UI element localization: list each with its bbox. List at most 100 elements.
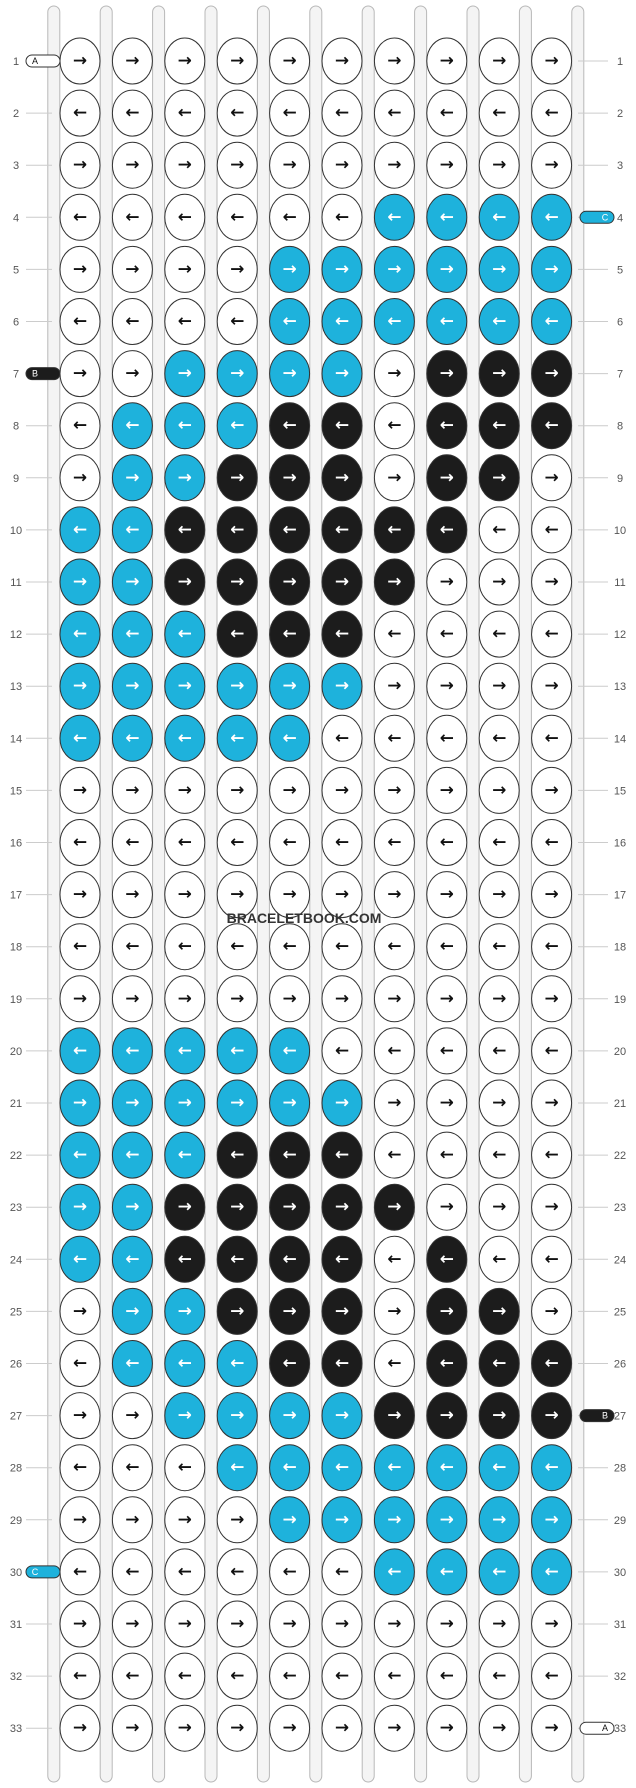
knot: ← [373,193,415,241]
arrow-left-icon: ← [387,624,401,644]
knot: → [321,558,363,606]
knot: ← [531,923,573,971]
knot: → [531,1392,573,1440]
arrow-right-icon: → [387,885,401,905]
knot-oval [111,819,153,866]
knot-oval [531,193,573,241]
arrow-right-icon: → [492,780,506,800]
row-number: 15 [10,785,22,797]
arrow-right-icon: → [440,1093,454,1113]
knot-oval [164,1131,206,1179]
knot: → [373,245,415,293]
arrow-left-icon: ← [492,1145,506,1165]
arrow-right-icon: → [335,364,349,384]
knot-oval [321,1548,363,1596]
knot: → [269,1600,311,1648]
arrow-right-icon: → [335,259,349,279]
arrow-left-icon: ← [125,1249,139,1269]
arrow-right-icon: → [544,885,558,905]
knot-oval [111,1392,153,1440]
knot-oval [426,350,468,398]
knot: → [373,1392,415,1440]
knot: ← [59,923,101,971]
knot: ← [216,923,258,971]
knot-oval [111,1287,153,1335]
arrow-left-icon: ← [492,1354,506,1374]
knot: ← [321,1652,363,1700]
knot: → [373,1704,415,1752]
arrow-left-icon: ← [230,520,244,540]
arrow-right-icon: → [387,259,401,279]
knot-oval [111,714,153,762]
arrow-left-icon: ← [73,728,87,748]
knot-oval [478,1652,520,1700]
arrow-right-icon: → [178,364,192,384]
knot-oval [269,141,311,189]
arrow-left-icon: ← [282,1354,296,1374]
arrow-right-icon: → [125,1301,139,1321]
knot-oval [321,454,363,502]
arrow-left-icon: ← [492,1249,506,1269]
knot: → [478,662,520,710]
knot-oval [269,193,311,241]
knot-oval [111,766,153,814]
knot-oval [111,1444,153,1492]
knot: → [531,1496,573,1544]
knot-oval [531,506,573,554]
knot: → [478,1079,520,1127]
arrow-right-icon: → [387,1510,401,1530]
arrow-right-icon: → [335,1197,349,1217]
arrow-left-icon: ← [178,833,192,853]
arrow-left-icon: ← [282,1041,296,1061]
arrow-right-icon: → [125,1197,139,1217]
row-number: 15 [614,785,626,797]
knot: ← [59,1548,101,1596]
knot: → [478,1496,520,1544]
knot-oval [111,298,153,345]
knot-oval [531,1548,573,1596]
row-number: 6 [13,317,19,329]
strand-tag [579,210,615,224]
arrow-left-icon: ← [335,1354,349,1374]
knot-oval [531,402,573,450]
knot-oval [59,923,101,971]
knot: ← [216,1131,258,1179]
knot: ← [373,1027,415,1075]
arrow-left-icon: ← [282,1458,296,1478]
arrow-left-icon: ← [335,312,349,332]
row-labels-right: 1234567891011121314151617181920212223242… [578,56,626,1735]
knot-oval [531,1235,573,1283]
knot-oval [164,610,206,658]
knot: → [216,37,258,85]
knot: ← [373,610,415,658]
arrow-right-icon: → [73,1406,87,1426]
knot: ← [531,1548,573,1596]
knot: → [269,871,311,919]
knot: → [321,975,363,1023]
knot-oval [478,714,520,762]
knot: ← [269,923,311,971]
knot: → [531,1183,573,1231]
arrow-left-icon: ← [282,1562,296,1582]
row-number: 13 [614,681,626,693]
knot-oval [269,1235,311,1283]
knot-oval [111,89,153,137]
arrow-right-icon: → [282,1301,296,1321]
arrow-left-icon: ← [230,937,244,957]
strand-tag-label: A [602,1723,608,1733]
row-number: 19 [614,994,626,1006]
knot: → [59,558,101,606]
vertical-string [571,5,585,1783]
arrow-right-icon: → [125,1718,139,1738]
arrow-left-icon: ← [440,520,454,540]
knot-oval [531,610,573,658]
knot: ← [269,506,311,554]
knot: ← [269,298,311,345]
row-number: 9 [617,473,623,485]
knot-oval [373,1496,415,1544]
knot-oval [59,1392,101,1440]
knot-oval [321,975,363,1023]
knot: ← [373,923,415,971]
arrow-right-icon: → [387,51,401,71]
